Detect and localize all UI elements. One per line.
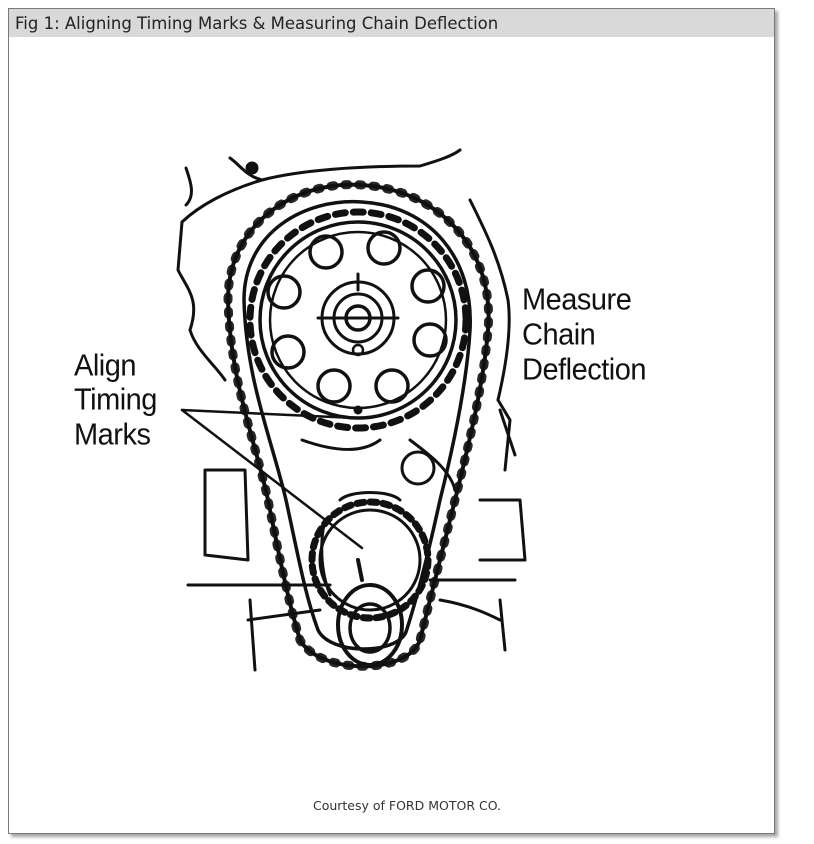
cam-timing-mark: [353, 405, 363, 415]
measure-label-line1: Measure: [522, 283, 632, 317]
figure-titlebar: Fig 1: Aligning Timing Marks & Measuring…: [9, 9, 774, 37]
measure-label-line2: Chain: [522, 318, 596, 352]
camshaft-sprocket: [246, 208, 470, 432]
align-label-line1: Align: [74, 349, 137, 383]
bolt-icon: [245, 161, 259, 175]
timing-chain: [223, 180, 494, 671]
figure-credit: Courtesy of FORD MOTOR CO.: [312, 798, 502, 813]
crankshaft-sprocket: [308, 491, 432, 667]
timing-mark-leaders: [180, 408, 364, 550]
engine-block-outline: [176, 148, 527, 672]
measure-label-line3: Deflection: [522, 353, 646, 387]
align-label-line2: Timing: [74, 383, 157, 417]
figure-title: Fig 1: Aligning Timing Marks & Measuring…: [15, 14, 499, 33]
align-label-line3: Marks: [74, 418, 151, 452]
